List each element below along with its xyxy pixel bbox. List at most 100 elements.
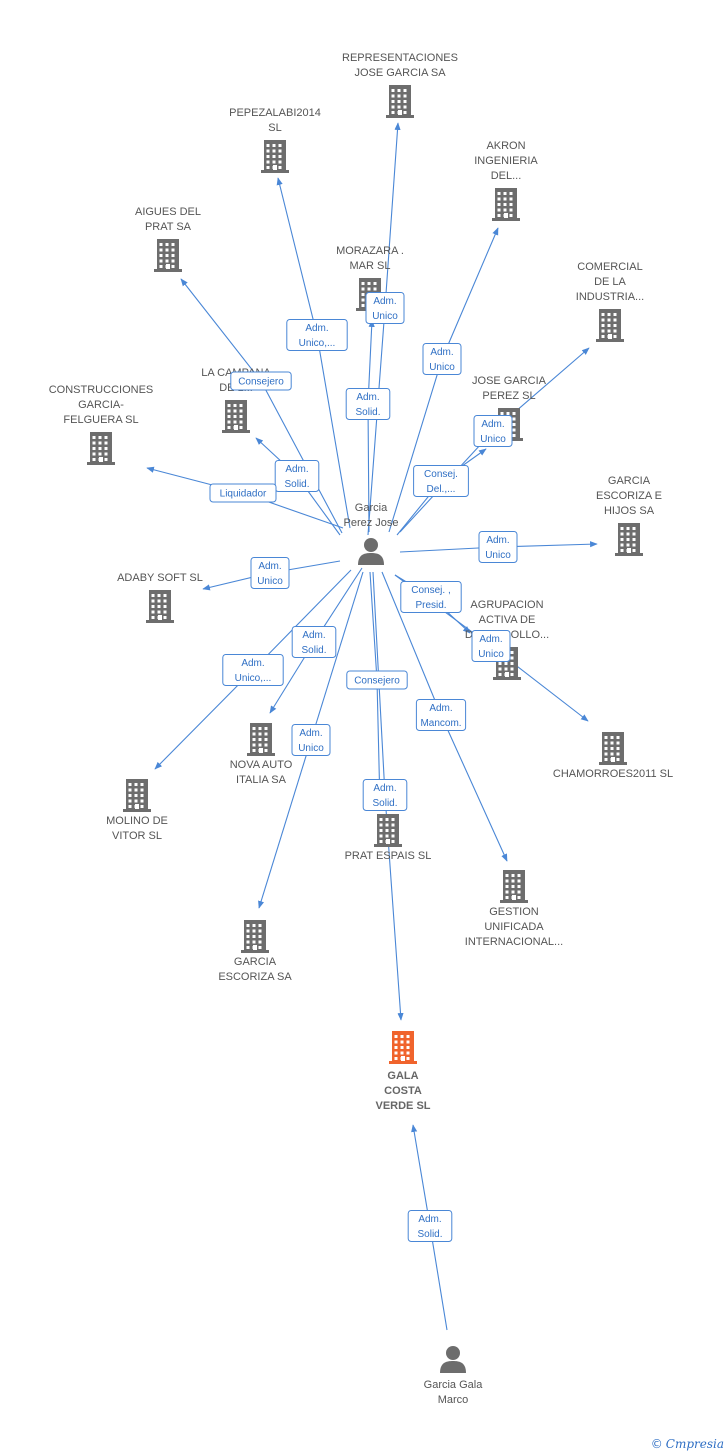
edge-label-text: Unico (478, 649, 504, 660)
edge-role-label[interactable]: Consejero (346, 670, 408, 690)
edge-role-label[interactable]: Adm. Unico,... (222, 654, 284, 686)
node-label-line: HIJOS SA (604, 505, 655, 517)
edge-role-label[interactable]: Adm. Unico,... (286, 319, 348, 351)
company-icon[interactable] (261, 140, 289, 173)
brand-footer[interactable]: ©Cmpresia (651, 1437, 724, 1451)
edge-role-label[interactable]: Adm.Solid. (274, 460, 320, 492)
edge-role-label[interactable]: Adm.Solid. (345, 388, 391, 420)
node-label-line: AIGUES DEL (135, 206, 201, 218)
edge-role-label[interactable]: Adm.Unico (422, 343, 462, 375)
edge-label-text: Solid. (355, 407, 380, 418)
node-label-line: UNIFICADA (484, 921, 544, 933)
edge-label-text: Adm. (241, 658, 264, 669)
edge-label-text: Consejero (354, 676, 400, 687)
node-pratespais[interactable]: PRAT ESPAIS SL (345, 814, 432, 862)
edge-role-label[interactable]: Adm.Unico (473, 415, 513, 447)
node-label-line: MORAZARA . (336, 245, 404, 257)
node-label-line: AGRUPACION (470, 599, 543, 611)
node-label-line: Garcia (355, 502, 388, 514)
edge-role-label[interactable]: Adm.Unico (291, 724, 331, 756)
node-representaciones[interactable]: REPRESENTACIONES JOSE GARCIA SA (342, 52, 458, 118)
edge-label-text: Unico (372, 311, 398, 322)
edge-label-text: Liquidador (220, 489, 267, 500)
node-label-line: COSTA (384, 1085, 422, 1097)
edge-role-label[interactable]: Adm.Unico (478, 531, 518, 563)
company-icon[interactable] (87, 432, 115, 465)
edge-role-label[interactable]: Adm.Unico (250, 557, 290, 589)
edge-label-text: Consejero (238, 377, 284, 388)
edge-role-label[interactable]: Consejero (230, 371, 292, 391)
company-icon[interactable] (386, 85, 414, 118)
node-label-line: ACTIVA DE (479, 614, 536, 626)
node-label-line: CONSTRUCCIONES (49, 384, 154, 396)
edge-label-text: Adm. (285, 464, 308, 475)
node-label-line: AKRON (486, 140, 525, 152)
company-icon[interactable] (146, 590, 174, 623)
node-label-line: INGENIERIA (474, 155, 538, 167)
node-chamorroes[interactable]: CHAMORROES2011 SL (553, 732, 673, 780)
brand-initial: C (665, 1437, 675, 1451)
node-label-line: Marco (438, 1394, 469, 1406)
company-icon[interactable] (374, 814, 402, 847)
edge-role-label[interactable]: Adm.Unico (471, 630, 511, 662)
edge-role-label[interactable]: Adm. Unico (365, 292, 405, 324)
edge-role-label[interactable]: Consej. ,Presid. (400, 581, 462, 613)
edge-role-label[interactable]: Adm.Solid. (291, 626, 337, 658)
company-icon[interactable] (599, 732, 627, 765)
node-label-line: CHAMORROES2011 SL (553, 768, 673, 780)
edge-label-text: Unico (298, 743, 324, 754)
node-label-line: ADABY SOFT SL (117, 572, 203, 584)
edge-role-label[interactable]: Liquidador (209, 483, 277, 503)
company-icon[interactable] (241, 920, 269, 953)
company-icon[interactable] (492, 188, 520, 221)
node-label-line: GESTION (489, 906, 539, 918)
node-campana[interactable]: LA CAMPANADE L... (201, 367, 271, 433)
edge-label-text: Adm. (305, 323, 328, 334)
node-akron[interactable]: AKRONINGENIERIADEL... (474, 140, 538, 221)
company-icon[interactable] (154, 239, 182, 272)
company-icon[interactable] (596, 309, 624, 342)
edge-label-text: Unico,... (299, 338, 336, 349)
edge-label-text: Adm. (373, 783, 396, 794)
edge-role-label[interactable]: Consej.Del.,... (413, 465, 469, 497)
edge-label-text: Solid. (417, 1229, 442, 1240)
node-adaby[interactable]: ADABY SOFT SL (117, 572, 203, 623)
node-label-line: GARCIA- (78, 399, 124, 411)
person-icon[interactable] (440, 1346, 466, 1373)
company-icon[interactable] (222, 400, 250, 433)
node-label-line: REPRESENTACIONES (342, 52, 458, 64)
edge-role-label[interactable]: Adm. Solid. (362, 779, 408, 811)
company-icon[interactable] (247, 723, 275, 756)
edge-label-text: Unico (429, 362, 455, 373)
edge-label-text: Unico,... (235, 673, 272, 684)
edge-role-label[interactable]: Adm.Mancom. (415, 699, 467, 731)
edge-role-label[interactable]: Adm.Solid. (407, 1210, 453, 1242)
company-icon[interactable] (615, 523, 643, 556)
edge-label-text: Adm. (429, 703, 452, 714)
node-label-line: INDUSTRIA... (576, 291, 644, 303)
brand-name: mpresia (674, 1437, 724, 1451)
company-icon[interactable] (123, 779, 151, 812)
copyright-symbol: © (650, 1437, 663, 1451)
person-icon[interactable] (358, 538, 384, 565)
edge-label-text: Adm. (373, 296, 396, 307)
edge-p1-morazara (367, 319, 375, 533)
company-icon[interactable] (500, 870, 528, 903)
node-gestion[interactable]: GESTIONUNIFICADAINTERNACIONAL... (465, 870, 563, 948)
edge-p1-representaciones (367, 122, 401, 536)
node-label-line: JOSE GARCIA SA (354, 67, 446, 79)
node-label-line: GARCIA (234, 956, 277, 968)
edge-label-text: Solid. (372, 798, 397, 809)
focus-company-icon[interactable] (389, 1031, 417, 1064)
